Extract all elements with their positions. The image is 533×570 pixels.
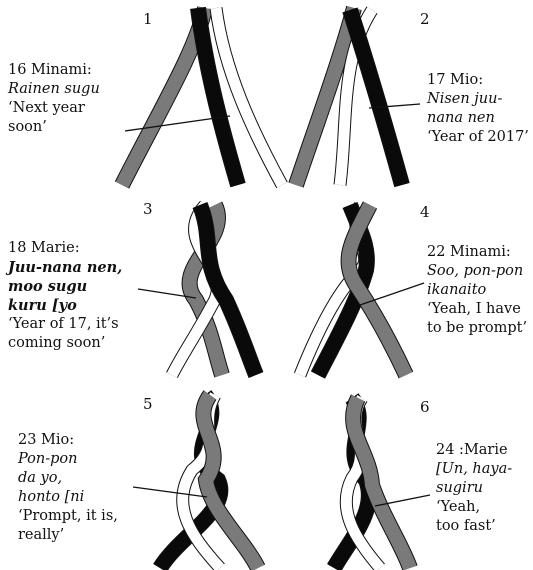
annotation-panel-2: 17 Mio: Nisen juu- nana nen ‘Year of 201… [427, 71, 529, 147]
japanese-line: Nisen juu- nana nen [427, 90, 529, 128]
braid-panel-5 [160, 395, 258, 568]
braid-panel-6 [334, 398, 410, 568]
braid-panel-4 [300, 205, 406, 375]
annotation-panel-6: 24 :Marie [Un, haya- sugiru ‘Yeah, too f… [436, 441, 512, 536]
speaker-line: 17 Mio: [427, 71, 529, 90]
annotation-panel-3: 18 Marie: Juu-nana nen, moo sugu kuru [y… [8, 239, 122, 353]
speaker-line: 22 Minami: [427, 243, 527, 262]
braid-panel-3 [172, 205, 256, 375]
gloss-line: ‘Yeah, I have to be prompt’ [427, 300, 527, 338]
japanese-line: Soo, pon-pon ikanaito [427, 262, 527, 300]
japanese-line: Juu-nana nen, moo sugu kuru [yo [8, 258, 122, 315]
gloss-line: ‘Prompt, it is, really’ [18, 507, 118, 545]
gloss-line: ‘Year of 2017’ [427, 128, 529, 147]
gloss-line: ‘Yeah, too fast’ [436, 498, 512, 536]
annotation-panel-1: 16 Minami: Rainen sugu ‘Next year soon’ [8, 61, 100, 137]
braid-panel-2 [296, 8, 402, 185]
japanese-line: [Un, haya- sugiru [436, 460, 512, 498]
speaker-line: 16 Minami: [8, 61, 100, 80]
panel-number-2: 2 [420, 10, 430, 28]
strand-gray [349, 205, 406, 375]
annotation-panel-4: 22 Minami: Soo, pon-pon ikanaito ‘Yeah, … [427, 243, 527, 338]
speaker-line: 18 Marie: [8, 239, 122, 258]
panel-number-6: 6 [420, 398, 430, 416]
panel-number-1: 1 [143, 10, 153, 28]
gloss-line: ‘Next year soon’ [8, 99, 100, 137]
panel-number-3: 3 [143, 200, 153, 218]
braid-panel-1 [122, 8, 282, 185]
annotation-panel-5: 23 Mio: Pon-pon da yo, honto [ni ‘Prompt… [18, 431, 118, 545]
speaker-line: 24 :Marie [436, 441, 512, 460]
strand-black [350, 10, 402, 185]
japanese-line: Rainen sugu [8, 80, 100, 99]
gloss-line: ‘Year of 17, it’s coming soon’ [8, 315, 122, 353]
speaker-line: 23 Mio: [18, 431, 118, 450]
pointer-line-5 [133, 487, 207, 497]
panel-number-4: 4 [420, 203, 430, 221]
japanese-line: Pon-pon da yo, honto [ni [18, 450, 118, 507]
strand-gray [122, 8, 205, 185]
panel-number-5: 5 [143, 395, 153, 413]
